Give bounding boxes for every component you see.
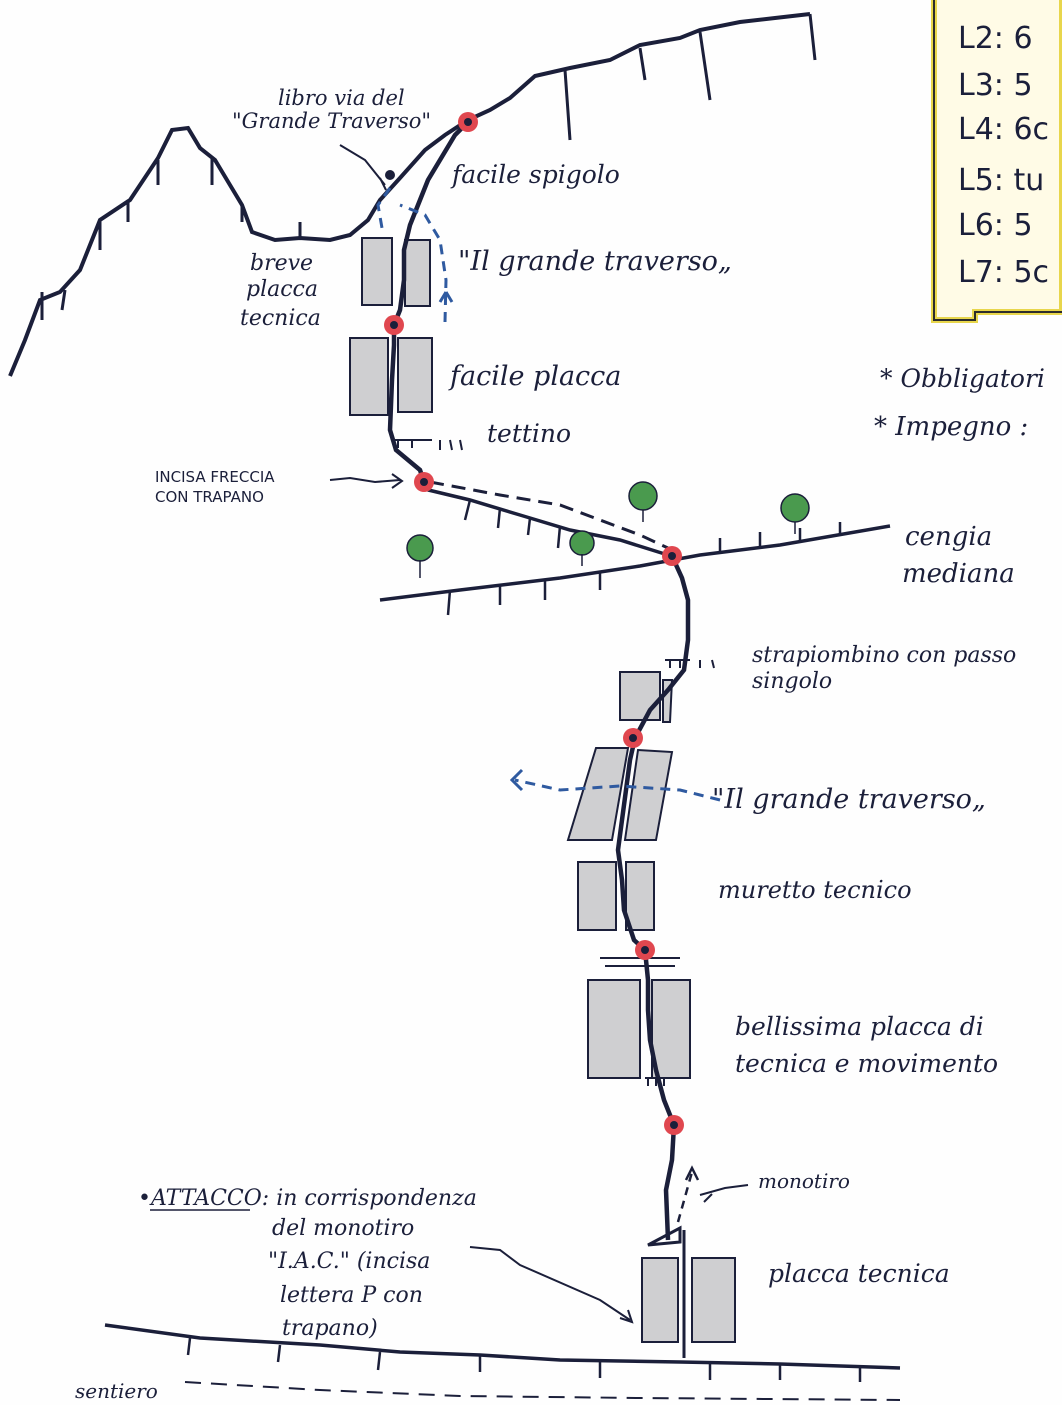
- belay-station-icon: [384, 112, 684, 1135]
- label-short-slab: breve: [250, 251, 313, 276]
- label-short-slab: tecnica: [240, 306, 321, 331]
- label-overhang: strapiombino con passo: [752, 643, 1016, 668]
- label-easy-slab: facile placca: [448, 361, 621, 392]
- legend-item: L3: 5: [958, 68, 1033, 103]
- traverse-lines: [376, 187, 721, 802]
- label-start: lettera P con: [280, 1283, 423, 1308]
- label-tech-wall: muretto tecnico: [718, 876, 912, 904]
- label-beautiful-slab: bellissima placca di: [735, 1012, 984, 1041]
- label-tech-slab: placca tecnica: [768, 1259, 950, 1288]
- legend-item: L5: tu: [958, 163, 1044, 198]
- label-traverse-mid: "Il grande traverso„: [712, 784, 986, 815]
- approach-dashed: [429, 480, 669, 550]
- label-small-roof: tettino: [487, 419, 571, 448]
- label-traverse-top: "Il grande traverso„: [458, 246, 732, 277]
- label-path: sentiero: [75, 1379, 158, 1403]
- label-start: del monotiro: [272, 1216, 414, 1241]
- label-mandatory: * Obbligatori: [880, 364, 1045, 393]
- label-single-pitch: monotiro: [758, 1169, 850, 1193]
- label-easy-arete: facile spigolo: [450, 160, 620, 189]
- legend-item: L2: 6: [958, 21, 1033, 56]
- label-ledge: cengia: [905, 522, 992, 552]
- legend-item: L6: 5: [958, 208, 1033, 243]
- tree-icon: [406, 481, 810, 578]
- label-start: •ATTACCO: in corrispondenza: [138, 1186, 477, 1211]
- label-book-name: "Grande Traverso": [232, 109, 431, 133]
- legend-item: L7: 5c: [958, 255, 1049, 290]
- ledge-line: [379, 524, 891, 602]
- label-engraved-arrow: CON TRAPANO: [155, 488, 264, 506]
- label-commitment: * Impegno :: [874, 412, 1028, 442]
- label-ledge: mediana: [902, 559, 1015, 589]
- ridge-line: [8, 12, 811, 377]
- label-engraved-arrow: INCISA FRECCIA: [155, 468, 275, 486]
- label-short-slab: placca: [246, 277, 318, 302]
- route-book-icon: [385, 170, 395, 180]
- label-overhang: singolo: [752, 669, 832, 694]
- ground-line: [104, 1323, 901, 1370]
- label-start: trapano): [282, 1316, 378, 1341]
- path-line: [184, 1381, 901, 1401]
- label-start: "I.A.C." (incisa: [268, 1249, 430, 1274]
- legend-item: L4: 6c: [958, 112, 1049, 147]
- label-beautiful-slab: tecnica e movimento: [735, 1049, 998, 1078]
- legend-box: L2: 6 L3: 5 L4: 6c L5: tu L6: 5 L7: 5c: [931, 0, 1062, 323]
- label-book: libro via del: [278, 86, 405, 110]
